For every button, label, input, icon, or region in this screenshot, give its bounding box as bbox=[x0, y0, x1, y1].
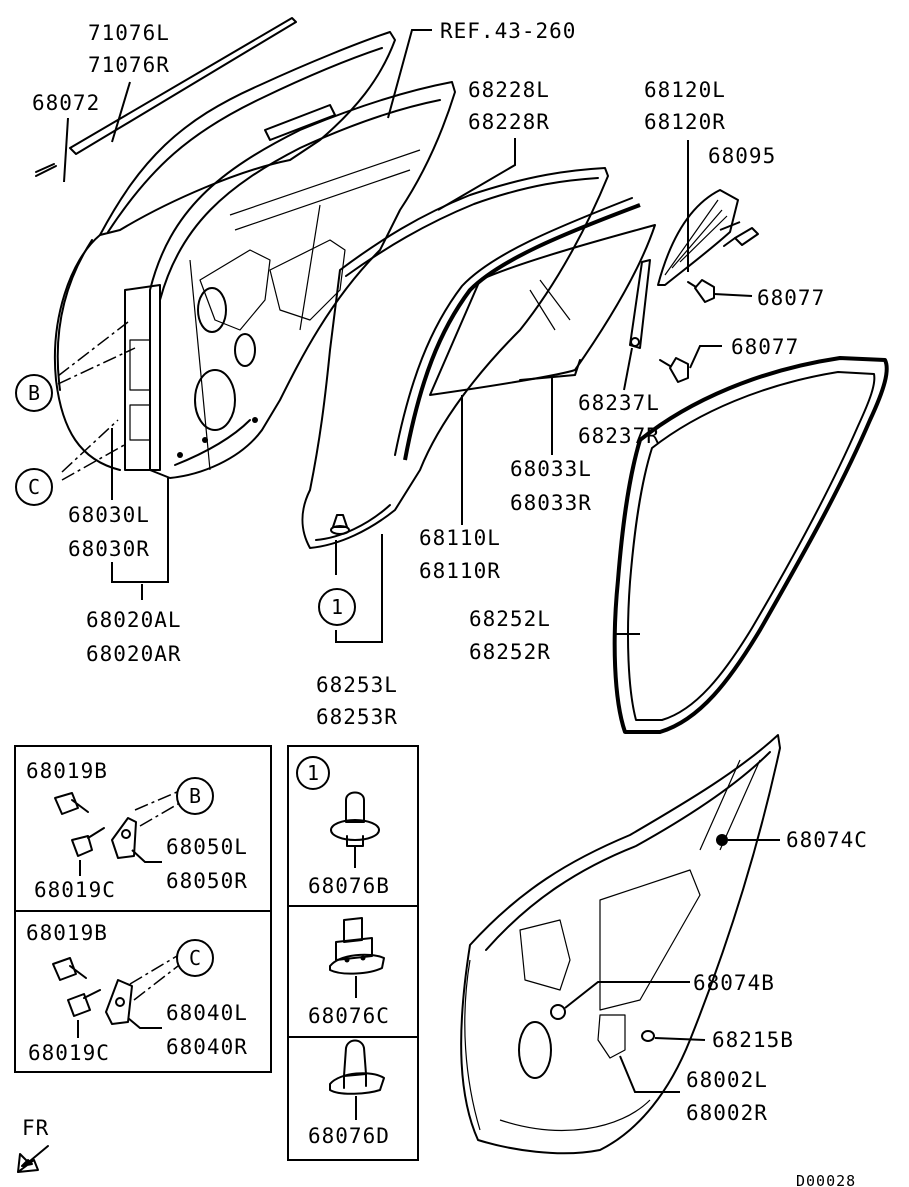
ref-b-marker: B bbox=[15, 374, 53, 412]
label-68252r: 68252R bbox=[469, 640, 551, 664]
label-68033r: 68033R bbox=[510, 491, 592, 515]
label-68030l: 68030L bbox=[68, 503, 150, 527]
ref-b-letter: B bbox=[28, 381, 40, 405]
label-68215b: 68215B bbox=[712, 1028, 794, 1052]
box-b-bolt-upper bbox=[54, 792, 89, 815]
label-68076d: 68076D bbox=[308, 1124, 390, 1148]
ref-c-letter: C bbox=[28, 475, 40, 499]
diagram-code: D00028 bbox=[796, 1172, 856, 1187]
label-68095: 68095 bbox=[708, 144, 776, 168]
clip-68077-upper-part bbox=[687, 279, 715, 303]
label-68030r: 68030R bbox=[68, 537, 150, 561]
clip-68076c-icon bbox=[329, 917, 385, 998]
box-b-label-68019b: 68019B bbox=[26, 759, 108, 783]
label-68002l: 68002L bbox=[686, 1068, 768, 1092]
outer-door-panel-part bbox=[54, 31, 396, 471]
box-c-ref-circle bbox=[176, 939, 214, 977]
box-b-hinge bbox=[111, 817, 137, 859]
label-68074c: 68074C bbox=[786, 828, 868, 852]
belt-moulding-part bbox=[35, 17, 297, 177]
label-68110l: 68110L bbox=[419, 526, 501, 550]
clip-68077-lower-part bbox=[659, 357, 689, 383]
ref-c-marker: C bbox=[15, 468, 53, 506]
box-c-label-68040l: 68040L bbox=[166, 1001, 248, 1025]
door-seal-68253-part bbox=[301, 167, 609, 549]
label-68077-upper: 68077 bbox=[757, 286, 825, 310]
hinge-area-part bbox=[124, 284, 161, 471]
glass-run-channel-part bbox=[394, 197, 641, 461]
label-71076r: 71076R bbox=[88, 53, 170, 77]
box-c-hinge bbox=[105, 979, 133, 1025]
reference-dash-lines bbox=[57, 321, 136, 481]
label-68033l: 68033L bbox=[510, 457, 592, 481]
label-68120r: 68120R bbox=[644, 110, 726, 134]
box-c-bolt-upper bbox=[52, 957, 87, 981]
label-68002r: 68002R bbox=[686, 1101, 768, 1125]
box-c-label-68040r: 68040R bbox=[166, 1035, 248, 1059]
label-68253r: 68253R bbox=[316, 705, 398, 729]
label-68228l: 68228L bbox=[468, 78, 550, 102]
box-b-ref-letter: B bbox=[189, 784, 201, 808]
front-direction-indicator: FR bbox=[17, 1116, 49, 1173]
screw-68095-part bbox=[723, 227, 759, 247]
door-trim-panel-part bbox=[460, 734, 781, 1155]
box-c-ref-letter: C bbox=[189, 946, 201, 970]
label-68237l: 68237L bbox=[578, 391, 660, 415]
label-68076c: 68076C bbox=[308, 1004, 390, 1028]
body-weatherstrip-part bbox=[612, 356, 889, 734]
detail-box-1: 1 68076B 68076C 68076D bbox=[287, 745, 419, 1161]
label-68072: 68072 bbox=[32, 91, 100, 115]
label-68077-lower: 68077 bbox=[731, 335, 799, 359]
clip-part bbox=[330, 514, 350, 535]
plug-68074b-part bbox=[550, 1004, 566, 1020]
door-frame-part bbox=[149, 81, 456, 479]
box-c-label-68019c: 68019C bbox=[28, 1041, 110, 1065]
direction-label: FR bbox=[22, 1116, 49, 1140]
clip-68076d-icon bbox=[329, 1039, 385, 1120]
division-bar-part bbox=[629, 259, 651, 349]
detail-box-b-c: 68019B B 68050L 68050R 68019C 68019B C 6… bbox=[14, 745, 272, 1073]
box-b-label-68050l: 68050L bbox=[166, 835, 248, 859]
part-labels: 71076L 71076R REF.43-260 68072 68228L 68… bbox=[32, 19, 868, 1125]
box-c-label-68019b: 68019B bbox=[26, 921, 108, 945]
box-b-label-68050r: 68050R bbox=[166, 869, 248, 893]
label-68020al: 68020AL bbox=[86, 608, 182, 632]
label-68074b: 68074B bbox=[693, 971, 775, 995]
box-b-ref-circle bbox=[176, 777, 214, 815]
label-68020ar: 68020AR bbox=[86, 642, 182, 666]
label-68237r: 68237R bbox=[578, 424, 660, 448]
label-68252l: 68252L bbox=[469, 607, 551, 631]
label-68253l: 68253L bbox=[316, 673, 398, 697]
box-c-bolt-lower bbox=[67, 989, 101, 1017]
box-1-ref-number: 1 bbox=[307, 761, 319, 785]
label-68110r: 68110R bbox=[419, 559, 501, 583]
label-68120l: 68120L bbox=[644, 78, 726, 102]
ref-1-number: 1 bbox=[331, 595, 343, 619]
label-68076b: 68076B bbox=[308, 874, 390, 898]
box-b-label-68019c: 68019C bbox=[34, 878, 116, 902]
door-glass-part bbox=[429, 224, 656, 396]
clip-68076b-icon bbox=[330, 791, 380, 868]
ref-1-marker: 1 bbox=[318, 588, 356, 626]
label-68228r: 68228R bbox=[468, 110, 550, 134]
clip-68215b-part bbox=[641, 1030, 655, 1042]
box-1-ref-circle bbox=[296, 756, 330, 790]
plug-68074c-part bbox=[716, 834, 728, 846]
leader-lines bbox=[63, 29, 780, 1093]
label-71076l: 71076L bbox=[88, 21, 170, 45]
label-ref-43-260: REF.43-260 bbox=[440, 19, 576, 43]
rear-garnish-part bbox=[657, 189, 739, 286]
box-b-bolt-lower bbox=[71, 827, 105, 857]
